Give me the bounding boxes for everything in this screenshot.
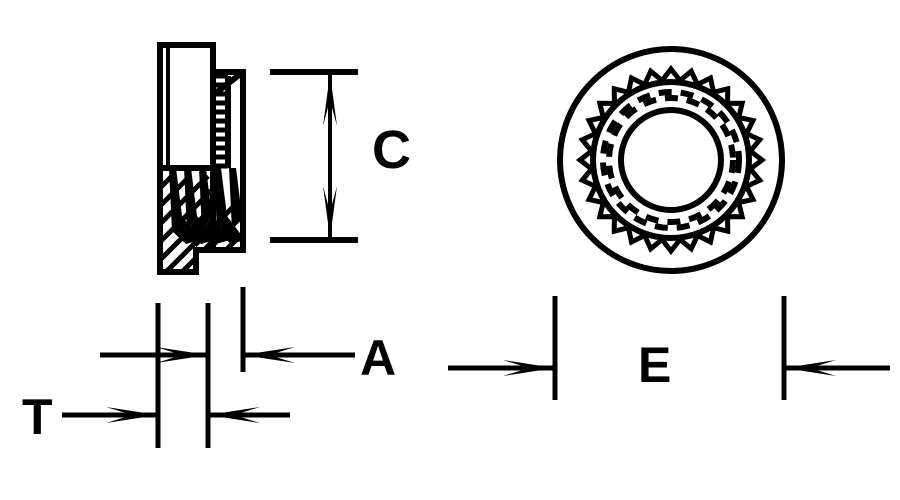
- side-section-view: [157, 42, 246, 275]
- dimension-E-arrow-left: [503, 360, 555, 376]
- dimension-E: E: [448, 296, 890, 400]
- end-view-bore-circle: [618, 107, 724, 213]
- end-view: [557, 46, 785, 274]
- end-view-thread-root-dashed-inner: [606, 95, 736, 225]
- dimension-C: C: [270, 69, 411, 243]
- end-view-outer-circle: [557, 46, 785, 274]
- dimension-T: T: [22, 303, 290, 448]
- dimension-A-arrow-right: [243, 347, 295, 363]
- dimension-E-label: E: [638, 337, 671, 393]
- dimension-C-arrow-top: [323, 74, 337, 126]
- dimension-A-label: A: [360, 330, 396, 386]
- dimension-T-arrow-right: [208, 407, 260, 423]
- end-view-serration-teeth: [575, 64, 767, 256]
- dimension-A-arrow-left: [156, 347, 208, 363]
- dimension-C-arrow-bottom: [323, 186, 337, 238]
- dimension-A: A: [100, 287, 396, 448]
- end-view-serration-polygon: [575, 64, 767, 256]
- end-view-thread-crest-circle: [590, 79, 752, 241]
- dimension-C-label: C: [372, 120, 411, 180]
- end-view-thread-root-dashed-outer: [600, 89, 742, 231]
- dimension-E-arrow-right: [784, 360, 836, 376]
- dimension-T-label: T: [22, 389, 53, 445]
- shank-outline: [196, 69, 246, 253]
- dimension-T-arrow-left: [106, 407, 158, 423]
- thread-tooth-profiles: [169, 168, 242, 231]
